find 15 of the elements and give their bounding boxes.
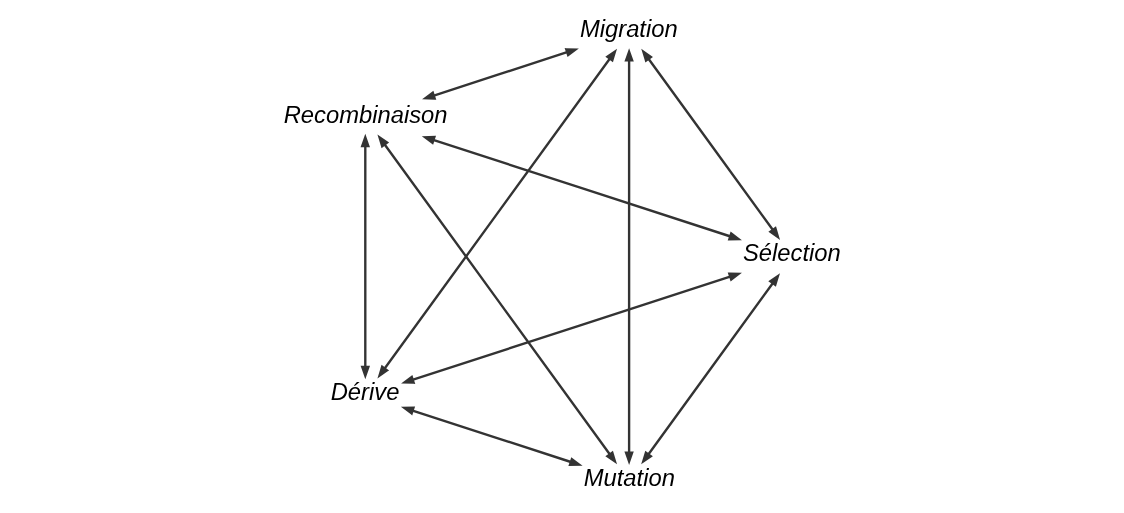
node-text: Sélection [742,239,841,267]
node-text: Migration [579,15,678,43]
arrow [360,133,370,380]
arrow [640,273,780,465]
node-text: Dérive [330,378,399,406]
arrow [640,48,780,240]
arrow [421,135,742,241]
arrow [623,48,634,465]
arrow [400,272,742,384]
arrow [376,48,617,379]
node-text: Mutation [583,463,675,491]
arrow [421,48,579,100]
node-text: Recombinaison [283,100,448,128]
arrow [400,406,583,467]
arrow [376,134,617,465]
